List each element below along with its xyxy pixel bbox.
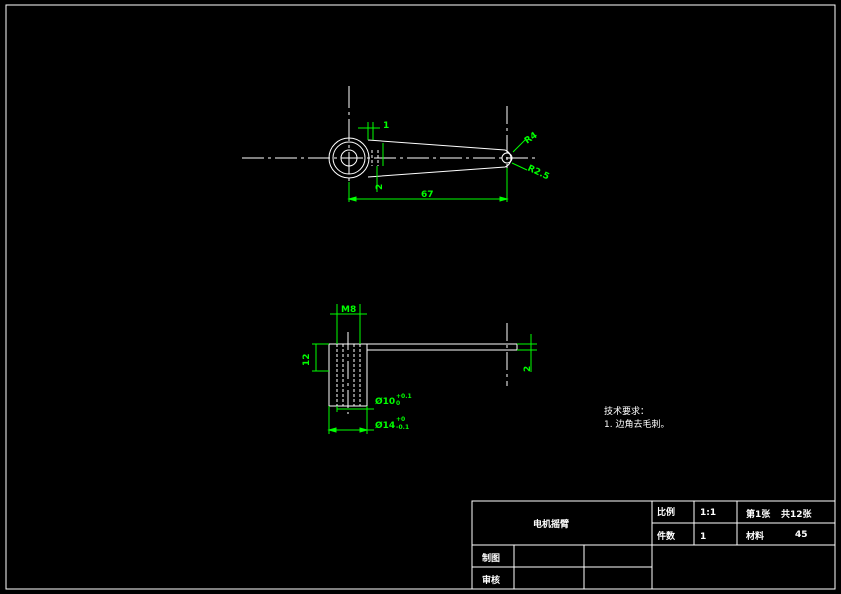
top-view-dimensions (347, 122, 528, 202)
dim-label-12: 12 (302, 353, 312, 366)
hub-mid-circle (332, 141, 366, 175)
dim-label-d14-tol-up: +0 (396, 416, 405, 423)
tb-sheet-total: 共12张 (781, 508, 813, 520)
notes-item-1: 1. 边角去毛刺。 (604, 418, 669, 430)
dim-label-d10-low: 0 (396, 400, 400, 407)
arrow (347, 196, 357, 202)
dim-label-d14: Ø14 (375, 420, 395, 431)
tb-drawn-label: 制图 (482, 552, 500, 564)
title-block (471, 500, 836, 590)
arrow (359, 427, 369, 433)
hub-bore-circle (340, 149, 358, 167)
leader-r2-5 (511, 162, 528, 171)
side-view-dimensions (312, 304, 537, 434)
tb-scale-label: 比例 (657, 506, 675, 518)
dim-label-2: 2 (523, 366, 533, 372)
tb-count-label: 件数 (657, 530, 676, 542)
tb-check-label: 审核 (482, 574, 500, 586)
tb-count-value: 1 (700, 532, 706, 542)
tb-sheet-no: 第1张 (746, 508, 771, 520)
tb-material-label: 材料 (745, 530, 764, 542)
eye-hole (501, 152, 513, 164)
side-view (328, 323, 518, 414)
dim-label-67: 67 (421, 190, 434, 200)
dim-label-d10: Ø10 (375, 396, 395, 407)
tb-material-value: 45 (795, 530, 808, 540)
dim-label-d10-tol: +0.1 (396, 393, 412, 400)
top-view (242, 86, 535, 202)
dim-label-2: 2 (375, 184, 385, 190)
dim-label-1: 1 (383, 121, 389, 131)
tb-scale-value: 1:1 (700, 508, 716, 518)
arrow (499, 196, 509, 202)
sheet-border (5, 4, 836, 590)
hub-outer-circle (328, 137, 370, 179)
dim-label-r4: R4 (523, 131, 540, 147)
arm-outline (367, 139, 512, 178)
dim-label-r2-5: R2.5 (526, 164, 551, 183)
tb-part-name: 电机摇臂 (533, 518, 569, 530)
dim-label-d14-tol-low: -0.1 (396, 424, 409, 431)
leader-r4 (512, 138, 527, 153)
arrow (327, 427, 337, 433)
notes-heading: 技术要求： (604, 405, 649, 417)
dim-label-m8: M8 (341, 305, 356, 315)
